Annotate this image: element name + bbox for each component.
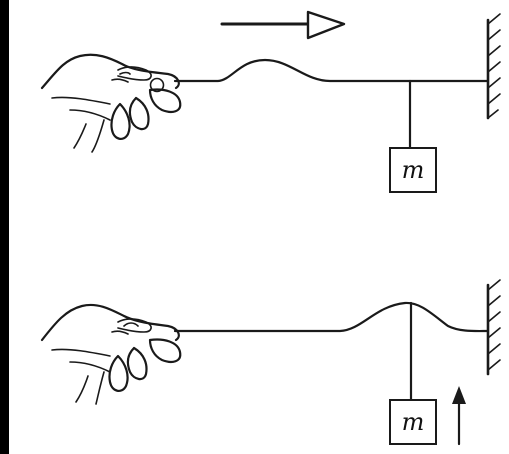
up-arrow-icon <box>452 386 466 446</box>
hand-icon <box>40 53 182 153</box>
mass-block-bottom: m <box>389 399 437 445</box>
mass-label-bottom: m <box>402 408 425 436</box>
frame-left-bar <box>0 0 9 454</box>
right-arrow-icon <box>220 10 346 40</box>
mass-label-top: m <box>402 156 425 184</box>
string-bottom <box>173 301 490 333</box>
hatched-wall-icon <box>486 13 501 120</box>
hand-icon <box>40 303 182 405</box>
string-top <box>173 58 490 83</box>
mass-block-top: m <box>389 147 437 193</box>
hatched-wall-icon <box>486 279 501 376</box>
panel-bottom: m <box>40 279 501 446</box>
panel-top: m <box>40 10 501 193</box>
